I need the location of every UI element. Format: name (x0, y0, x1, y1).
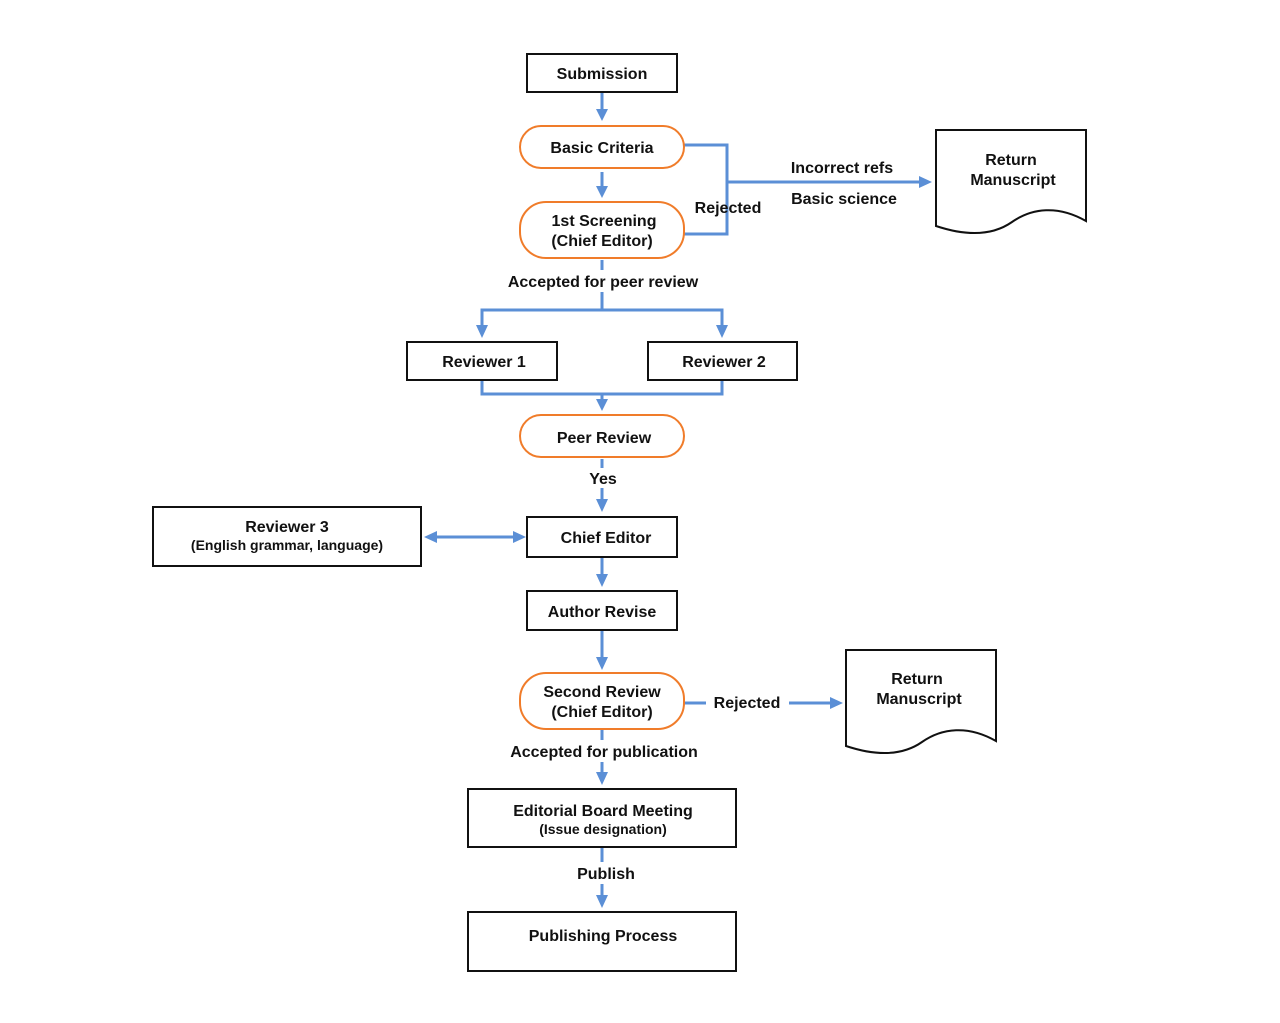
node-return-manuscript-1: Return Manuscript (935, 129, 1087, 234)
node-submission: Submission (526, 53, 678, 93)
connectors (424, 92, 932, 908)
node-basic-criteria: Basic Criteria (519, 125, 685, 169)
arrowhead (596, 574, 608, 587)
arrowhead (830, 697, 843, 709)
connector-split-bar (480, 308, 724, 326)
arrowhead (424, 531, 437, 543)
node-chief-editor-label: Chief Editor (561, 530, 652, 547)
node-submission-label: Submission (557, 66, 648, 83)
node-author-revise: Author Revise (526, 590, 678, 631)
arrowhead (596, 109, 608, 121)
node-author-revise-label: Author Revise (548, 604, 657, 621)
node-first-screening: 1st Screening (Chief Editor) (519, 201, 685, 259)
node-publishing-process: Publishing Process (467, 911, 737, 972)
node-reviewer-1: Reviewer 1 (406, 341, 558, 381)
arrowhead (596, 657, 608, 670)
edge-label-publish: Publish (577, 866, 635, 883)
node-first-screening-line2: (Chief Editor) (551, 233, 652, 250)
arrowhead (513, 531, 526, 543)
node-basic-criteria-label: Basic Criteria (550, 140, 653, 157)
edge-label-accepted-publication: Accepted for publication (510, 744, 698, 761)
node-reviewer-3-line2: (English grammar, language) (191, 537, 383, 553)
node-second-review-line1: Second Review (543, 684, 661, 701)
edge-label-yes: Yes (589, 471, 617, 488)
node-publishing-process-label: Publishing Process (529, 928, 678, 945)
edge-label-incorrect-refs: Incorrect refs (791, 160, 893, 177)
node-editorial-board: Editorial Board Meeting (Issue designati… (467, 788, 737, 848)
arrowhead (596, 399, 608, 411)
node-first-screening-line1: 1st Screening (552, 213, 657, 230)
arrowhead (596, 772, 608, 785)
edge-label-accepted-peer-review: Accepted for peer review (508, 274, 699, 291)
edge-label-basic-science: Basic science (791, 191, 897, 208)
node-return-manuscript-2: Return Manuscript (845, 649, 997, 754)
node-return-manuscript-2-line2: Manuscript (876, 691, 962, 708)
node-return-manuscript-2-line1: Return (891, 671, 943, 688)
arrowhead (716, 325, 728, 338)
arrowhead (596, 499, 608, 512)
node-editorial-board-line2: (Issue designation) (539, 821, 667, 837)
node-editorial-board-line1: Editorial Board Meeting (513, 803, 693, 820)
node-chief-editor: Chief Editor (526, 516, 678, 558)
edge-label-rejected-1: Rejected (695, 200, 762, 217)
node-return-manuscript-1-line2: Manuscript (970, 172, 1056, 189)
arrowhead (596, 186, 608, 198)
node-second-review: Second Review (Chief Editor) (519, 672, 685, 730)
node-peer-review-label: Peer Review (557, 430, 652, 447)
node-peer-review: Peer Review (519, 414, 685, 458)
arrowhead (596, 895, 608, 908)
node-reviewer-3-line1: Reviewer 3 (245, 519, 329, 536)
connector-merge-bar (480, 381, 724, 396)
node-second-review-line2: (Chief Editor) (551, 704, 652, 721)
arrowhead (476, 325, 488, 338)
node-reviewer-1-label: Reviewer 1 (442, 354, 526, 371)
arrowhead (919, 176, 932, 188)
connector-rejection-bracket (684, 143, 729, 236)
node-reviewer-2-label: Reviewer 2 (682, 354, 766, 371)
node-return-manuscript-1-line1: Return (985, 152, 1037, 169)
edge-label-rejected-2: Rejected (714, 695, 781, 712)
node-reviewer-2: Reviewer 2 (647, 341, 798, 381)
node-reviewer-3: Reviewer 3 (English grammar, language) (152, 506, 422, 567)
